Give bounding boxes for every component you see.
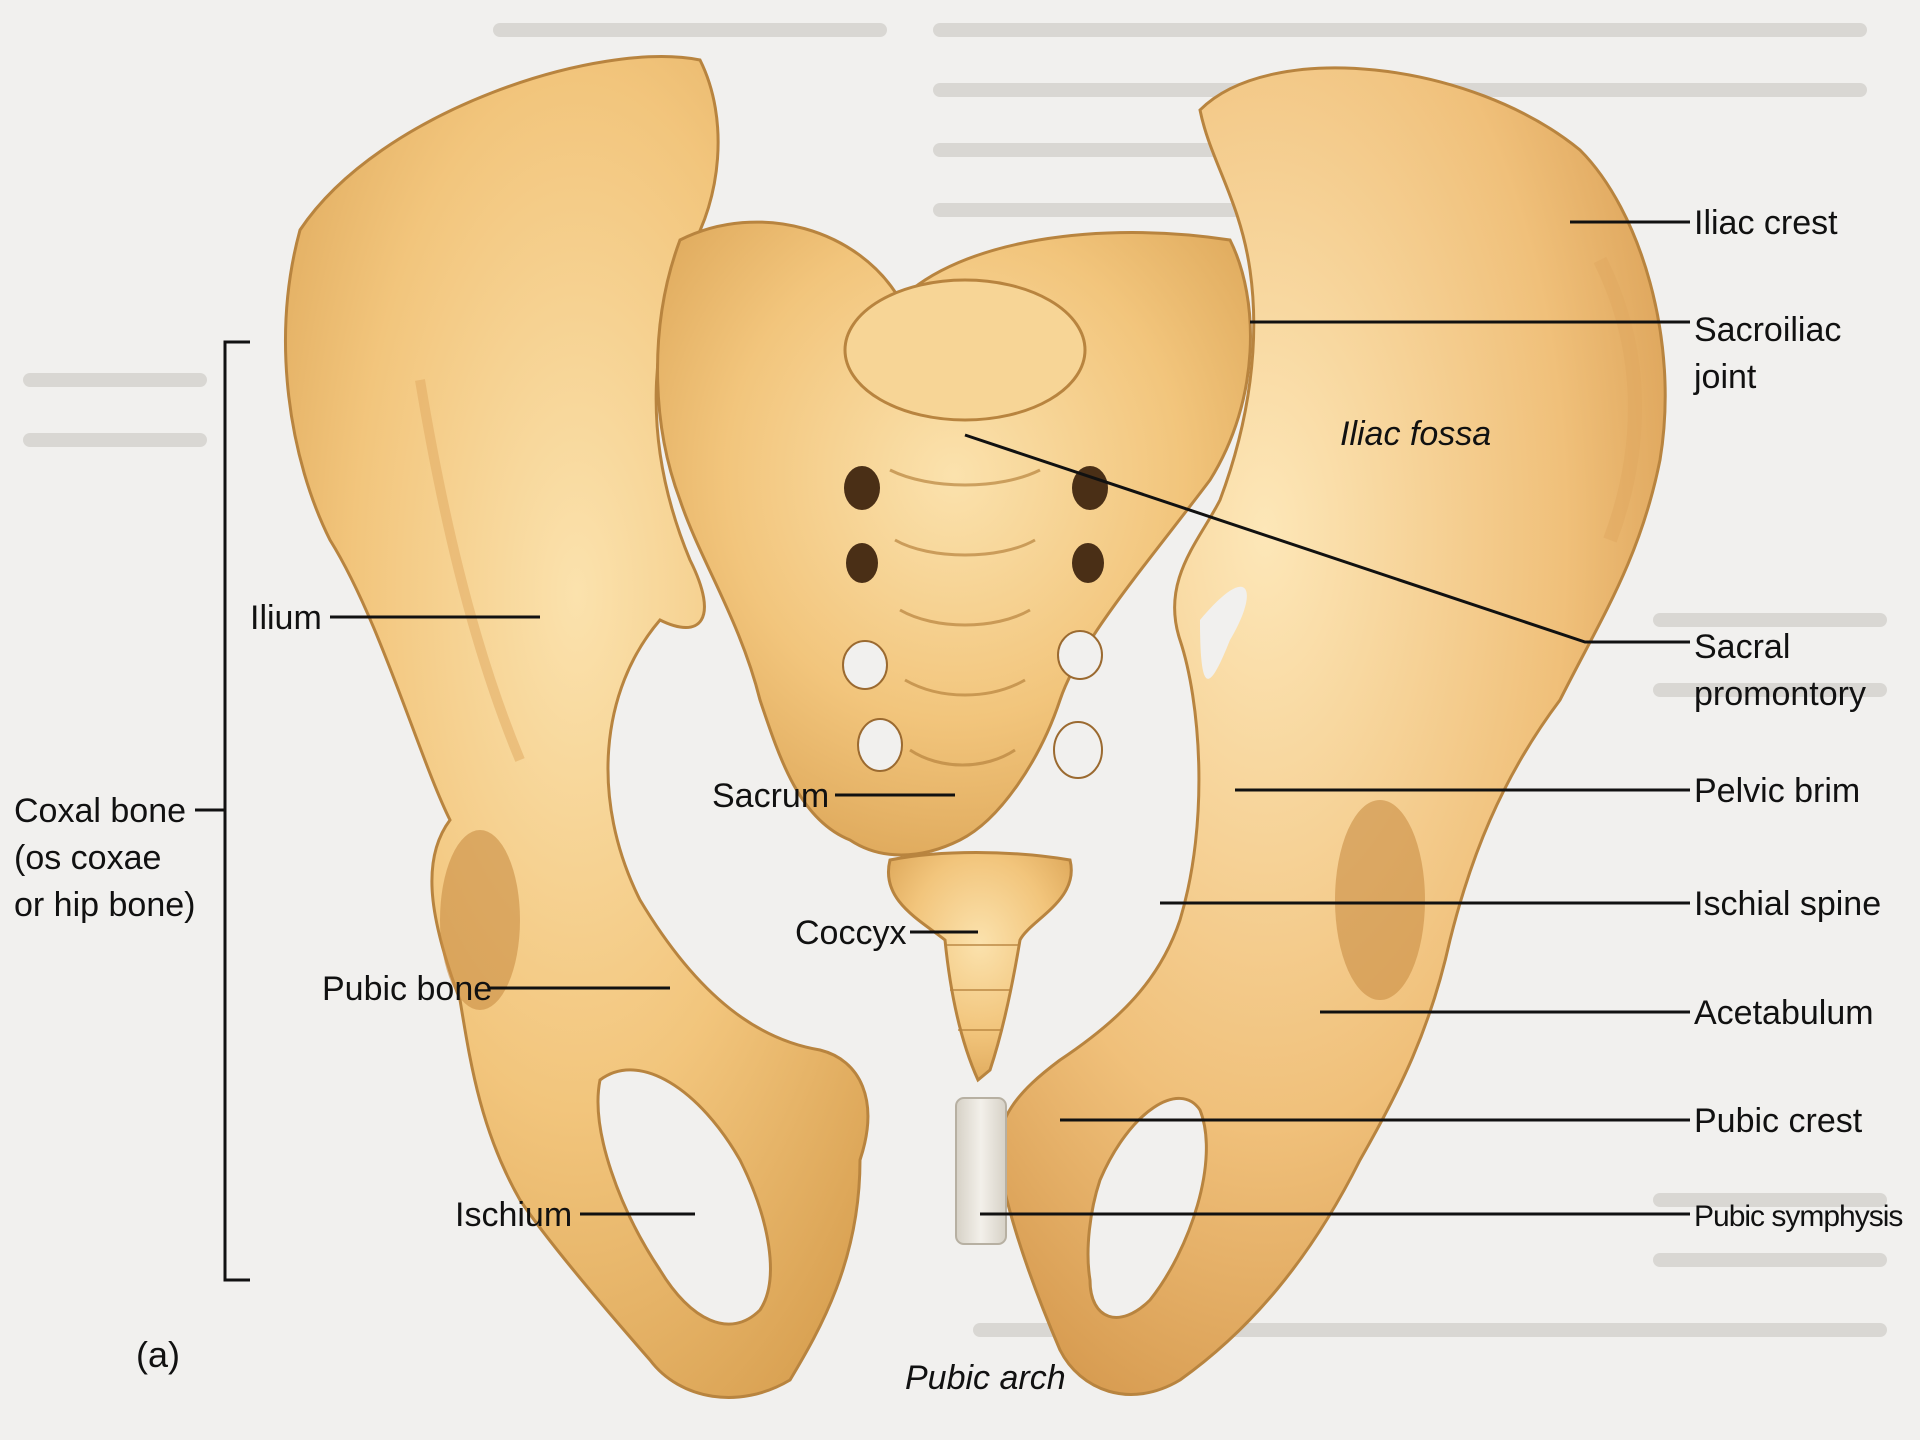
coxal-bone-bracket bbox=[225, 342, 250, 1280]
sacrum bbox=[658, 222, 1251, 855]
sacral-promontory bbox=[845, 280, 1085, 420]
coccyx bbox=[888, 853, 1071, 1081]
label-iliac-fossa: Iliac fossa bbox=[1340, 414, 1491, 454]
label-sacroiliac-joint-line2: joint bbox=[1694, 357, 1756, 397]
label-coxal-bone-line1: Coxal bone bbox=[14, 791, 186, 831]
label-coxal-bone-line2: (os coxae bbox=[14, 838, 161, 878]
figure-part-label: (a) bbox=[136, 1335, 180, 1375]
label-pelvic-brim: Pelvic brim bbox=[1694, 771, 1860, 811]
label-acetabulum: Acetabulum bbox=[1694, 993, 1874, 1033]
label-pubic-arch: Pubic arch bbox=[905, 1358, 1066, 1398]
label-pubic-symphysis: Pubic symphysis bbox=[1694, 1197, 1902, 1237]
label-ischium: Ischium bbox=[455, 1195, 572, 1235]
label-coccyx: Coccyx bbox=[795, 913, 906, 953]
label-ischial-spine: Ischial spine bbox=[1694, 884, 1881, 924]
label-iliac-crest: Iliac crest bbox=[1694, 203, 1838, 243]
label-ilium: Ilium bbox=[250, 598, 322, 638]
label-sacrum: Sacrum bbox=[712, 776, 829, 816]
label-sacral-promontory-line1: Sacral bbox=[1694, 627, 1790, 667]
right-acetabulum bbox=[1335, 800, 1425, 1000]
label-pubic-bone: Pubic bone bbox=[322, 969, 492, 1009]
label-sacral-promontory-line2: promontory bbox=[1694, 674, 1866, 714]
label-pubic-crest: Pubic crest bbox=[1694, 1101, 1862, 1141]
label-sacroiliac-joint-line1: Sacroiliac bbox=[1694, 310, 1841, 350]
pubic-symphysis-cartilage bbox=[956, 1098, 1006, 1244]
label-coxal-bone-line3: or hip bone) bbox=[14, 885, 195, 925]
